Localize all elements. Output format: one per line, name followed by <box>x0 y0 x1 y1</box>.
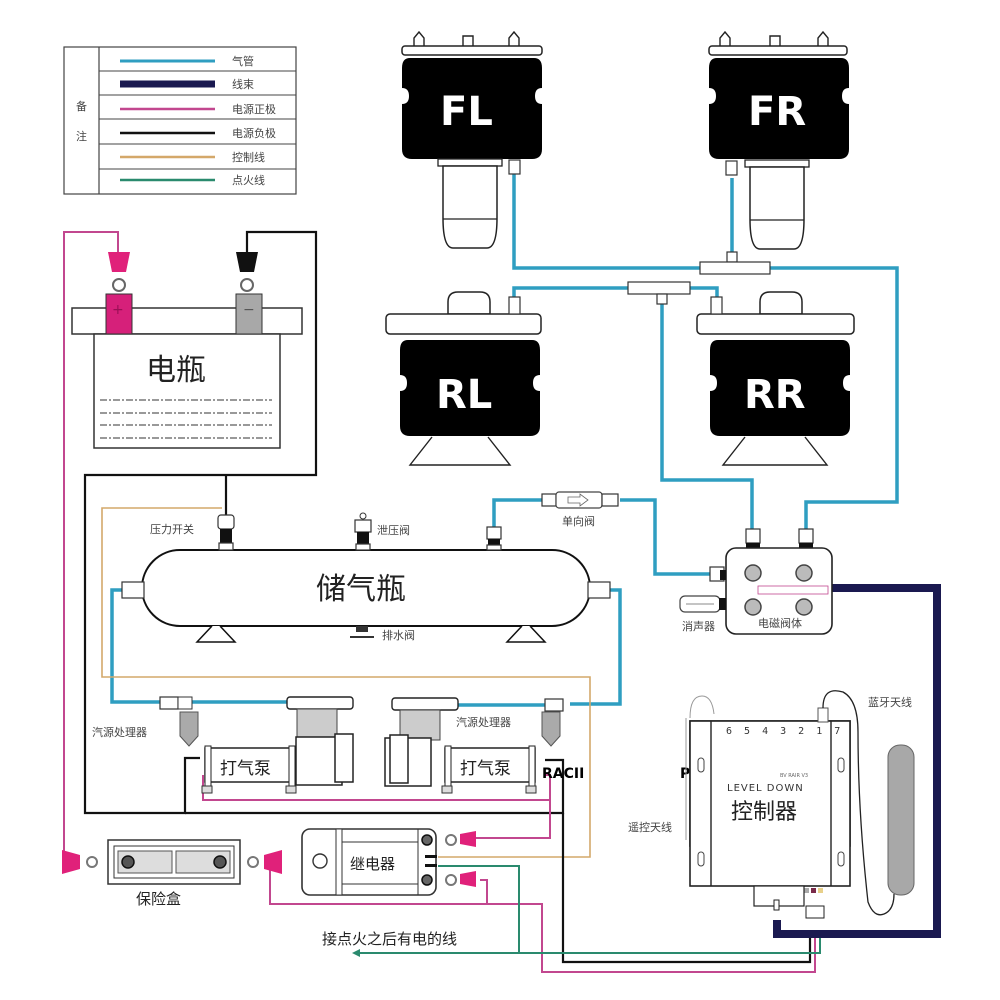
air-line-rl <box>512 286 628 300</box>
air-line-fl <box>512 170 700 270</box>
airbag-rr-fitting <box>710 296 723 315</box>
check-valve[interactable] <box>541 491 619 509</box>
air-line-check-to-valve <box>620 498 712 576</box>
controller-port-numbers: 6 5 4 3 2 1 7 <box>726 726 843 737</box>
muffler-label: 消声器 <box>682 619 715 633</box>
battery-label: 电瓶 <box>146 353 206 388</box>
battery-negative-sign: − <box>243 302 255 318</box>
overlay-text-left: RACII <box>542 766 584 782</box>
compressor-left-label: 打气泵 <box>220 759 271 779</box>
positive-wire-right-compressor <box>545 774 551 800</box>
compressor-left[interactable]: 打气泵 <box>159 696 354 794</box>
relief-valve[interactable] <box>354 512 372 551</box>
tee-fitting-front <box>699 261 771 275</box>
air-tank[interactable]: 储气瓶 压力开关 泄压阀 排水阀 <box>121 512 611 643</box>
relief-valve-label: 泄压阀 <box>377 523 410 537</box>
remote-handset <box>887 744 915 896</box>
remote-antenna-label: 遥控天线 <box>628 820 672 834</box>
airbag-rl-label: RL <box>436 372 492 418</box>
ignition-note: 接点火之后有电的线 <box>322 930 457 948</box>
relay-bottom-clamp-icon <box>460 871 476 887</box>
battery[interactable]: + − 电瓶 <box>71 252 303 449</box>
tank-left-fitting <box>121 581 145 599</box>
bluetooth-antenna-label: 蓝牙天线 <box>868 695 912 709</box>
legend-label-positive: 电源正极 <box>232 102 276 116</box>
negative-wire-battery <box>83 230 318 815</box>
fuse-box[interactable]: 保险盒 <box>62 839 282 908</box>
air-line-tank-to-right-filter <box>570 588 622 706</box>
negative-clamp-icon <box>236 252 258 272</box>
airbag-fr-label: FR <box>748 89 806 135</box>
ignition-arrow-icon <box>352 949 360 957</box>
tank-label: 储气瓶 <box>316 572 406 607</box>
fuse-right-clamp-icon <box>264 850 282 874</box>
airbag-rr-label: RR <box>744 372 806 418</box>
bluetooth-antenna <box>822 690 895 916</box>
legend-label-air: 气管 <box>232 54 254 68</box>
legend-title-2: 注 <box>76 129 87 143</box>
valve-block-label: 电磁阀体 <box>758 616 802 630</box>
air-filter-right <box>541 711 561 747</box>
legend-label-harness: 线束 <box>232 77 254 91</box>
air-line-fr <box>770 266 899 535</box>
airbag-rl[interactable]: RL <box>385 281 691 466</box>
wires <box>63 170 941 973</box>
controller-label: 控制器 <box>731 800 797 825</box>
airbag-fr-bellows <box>709 58 849 159</box>
battery-negative-terminal <box>235 293 263 335</box>
negative-wire-compressors <box>185 758 565 815</box>
solenoid-valve-block[interactable]: 电磁阀体 <box>709 528 833 635</box>
pressure-switch[interactable] <box>217 514 235 551</box>
relay[interactable]: 继电器 <box>301 828 476 896</box>
airbag-rr[interactable]: RR <box>696 291 855 466</box>
legend-label-control: 控制线 <box>232 150 265 164</box>
positive-clamp-icon <box>108 252 130 272</box>
controller-subtitle: LEVEL DOWN <box>727 783 804 794</box>
relay-label: 继电器 <box>350 855 395 873</box>
airbag-fl-fitting <box>508 159 521 175</box>
air-line-rr <box>690 286 719 300</box>
air-filter-left <box>179 711 199 747</box>
drain-valve-label: 排水阀 <box>382 628 415 642</box>
drain-valve[interactable] <box>350 626 374 638</box>
airbag-rl-bellows <box>400 340 540 436</box>
tee-fitting-rear <box>627 281 691 295</box>
legend-label-negative: 电源负极 <box>232 126 276 140</box>
air-line-tank-to-left-filter <box>110 588 160 704</box>
ignition-wire <box>358 865 520 954</box>
battery-positive-terminal <box>105 293 133 335</box>
airbag-rr-bellows <box>710 340 850 436</box>
tank-right-fitting <box>587 581 611 599</box>
airbag-rl-fitting <box>508 296 521 315</box>
positive-wire-relay-in <box>480 879 488 904</box>
air-filter-left-label: 汽源处理器 <box>92 725 147 739</box>
check-valve-label: 单向阀 <box>562 514 595 528</box>
airbag-fl-bellows <box>402 58 542 159</box>
muffler[interactable] <box>679 595 726 613</box>
controller-model: BV RAIR V3 <box>780 773 808 779</box>
fuse-box-label: 保险盒 <box>136 890 181 908</box>
legend-label-ignition: 点火线 <box>232 173 265 187</box>
legend-title-1: 备 <box>76 99 87 113</box>
wire-harness <box>773 584 941 938</box>
fuse-left-clamp-icon <box>62 850 80 874</box>
airbag-fr-fitting <box>725 160 738 176</box>
compressor-right-label: 打气泵 <box>460 759 511 779</box>
air-filter-right-label: 汽源处理器 <box>456 715 511 729</box>
control-wire <box>101 507 591 858</box>
battery-positive-sign: + <box>112 302 124 318</box>
air-line-tank-to-check <box>492 498 542 527</box>
flow-arrow-icon <box>567 493 589 507</box>
relay-top-clamp-icon <box>460 831 476 847</box>
air-line-rear-to-valve <box>660 300 754 535</box>
negative-wire-controller <box>561 813 812 964</box>
pressure-switch-label: 压力开关 <box>150 522 194 536</box>
controller[interactable]: 6 5 4 3 2 1 7 BV RAIR V3 LEVEL DOWN 控制器 <box>685 690 915 919</box>
airbag-fr[interactable]: FR <box>699 30 849 275</box>
compressor-right[interactable]: 打气泵 <box>384 697 564 794</box>
legend: 备 注 气管 线束 电源正极 电源负极 控制线 点火线 <box>63 46 297 195</box>
airbag-fl[interactable]: FL <box>401 30 543 249</box>
airbag-fl-label: FL <box>440 89 493 135</box>
